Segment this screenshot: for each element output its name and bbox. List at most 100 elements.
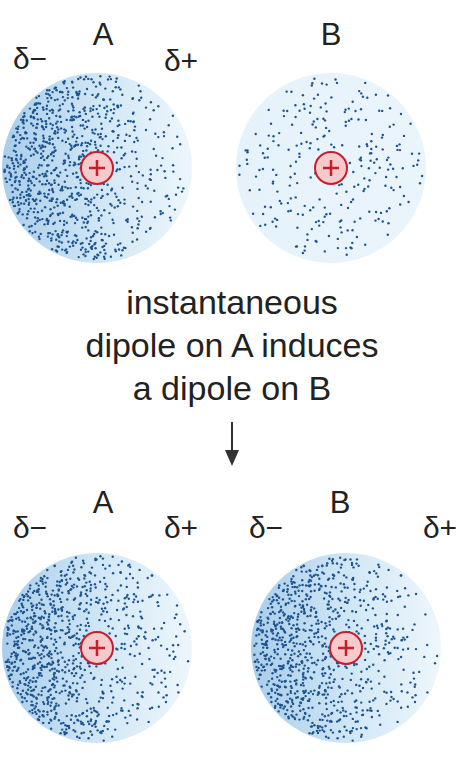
electron-dot [151, 574, 153, 576]
electron-dot [43, 192, 45, 194]
electron-dot [11, 653, 13, 655]
electron-dot [35, 713, 37, 715]
electron-dot [300, 132, 302, 134]
electron-dot [53, 676, 55, 678]
electron-dot [51, 138, 53, 140]
electron-dot [42, 722, 44, 724]
electron-dot [318, 198, 320, 200]
electron-dot [63, 128, 65, 130]
electron-dot [22, 612, 24, 614]
electron-dot [74, 222, 76, 224]
electron-dot [387, 94, 389, 96]
electron-dot [103, 725, 105, 727]
electron-dot [122, 687, 124, 689]
electron-dot [39, 608, 41, 610]
electron-dot [61, 579, 63, 581]
electron-dot [59, 116, 61, 118]
electron-dot [22, 650, 24, 652]
electron-dot [166, 195, 168, 197]
electron-dot [80, 593, 82, 595]
electron-dot [53, 672, 55, 674]
electron-dot [54, 610, 56, 612]
electron-dot [17, 201, 19, 203]
electron-dot [83, 562, 85, 564]
electron-dot [81, 242, 83, 244]
electron-dot [137, 703, 139, 705]
electron-dot [83, 78, 85, 80]
electron-dot [93, 707, 95, 709]
electron-dot [54, 99, 56, 101]
electron-dot [120, 104, 122, 106]
electron-dot [94, 141, 96, 143]
electron-dot [72, 86, 74, 88]
electron-dot [41, 603, 43, 605]
electron-dot [26, 137, 28, 139]
electron-dot [72, 662, 74, 664]
electron-dot [78, 256, 80, 258]
electron-dot [317, 148, 319, 150]
electron-dot [50, 657, 52, 659]
electron-dot [18, 204, 20, 206]
electron-dot [66, 663, 68, 665]
electron-dot [119, 88, 121, 90]
electron-dot [32, 704, 34, 706]
electron-dot [86, 602, 88, 604]
electron-dot [100, 214, 102, 216]
electron-dot [28, 202, 30, 204]
electron-dot [53, 155, 55, 157]
electron-dot [123, 643, 125, 645]
electron-dot [81, 586, 83, 588]
electron-dot [29, 587, 31, 589]
electron-dot [108, 565, 110, 567]
electron-dot [117, 120, 119, 122]
electron-dot [124, 677, 126, 679]
electron-dot [132, 205, 134, 207]
electron-dot [115, 713, 117, 715]
electron-dot [92, 81, 94, 83]
electron-dot [43, 137, 45, 139]
electron-dot [156, 601, 158, 603]
electron-dot [17, 165, 19, 167]
electron-dot [72, 240, 74, 242]
electron-dot [66, 582, 68, 584]
electron-dot [119, 679, 121, 681]
electron-dot [117, 205, 119, 207]
electron-dot [119, 242, 121, 244]
electron-dot [117, 243, 119, 245]
electron-dot [165, 701, 167, 703]
electron-dot [283, 115, 285, 117]
electron-dot [99, 83, 101, 85]
electron-dot [168, 124, 170, 126]
electron-dot [150, 201, 152, 203]
electron-dot [78, 693, 80, 695]
electron-dot [160, 164, 162, 166]
electron-dot [4, 155, 6, 157]
electron-dot [90, 184, 92, 186]
electron-dot [90, 584, 92, 586]
electron-dot [112, 140, 114, 142]
electron-dot [30, 628, 32, 630]
electron-dot [40, 639, 42, 641]
electron-dot [156, 169, 158, 171]
electron-dot [40, 147, 42, 149]
electron-dot [100, 123, 102, 125]
electron-dot [289, 184, 291, 186]
electron-dot [313, 97, 315, 99]
electron-dot [398, 143, 400, 145]
electron-dot [57, 661, 59, 663]
electron-dot [124, 140, 126, 142]
electron-dot [23, 115, 25, 117]
electron-dot [50, 239, 52, 241]
electron-dot [419, 182, 421, 184]
electron-dot [6, 632, 8, 634]
electron-dot [84, 203, 86, 205]
electron-dot [315, 221, 317, 223]
electron-dot [50, 653, 52, 655]
electron-dot [324, 206, 326, 208]
electron-dot [16, 640, 18, 642]
electron-dot [77, 97, 79, 99]
electron-dot [129, 714, 131, 716]
electron-dot [395, 176, 397, 178]
electron-dot [42, 714, 44, 716]
electron-dot [134, 151, 136, 153]
